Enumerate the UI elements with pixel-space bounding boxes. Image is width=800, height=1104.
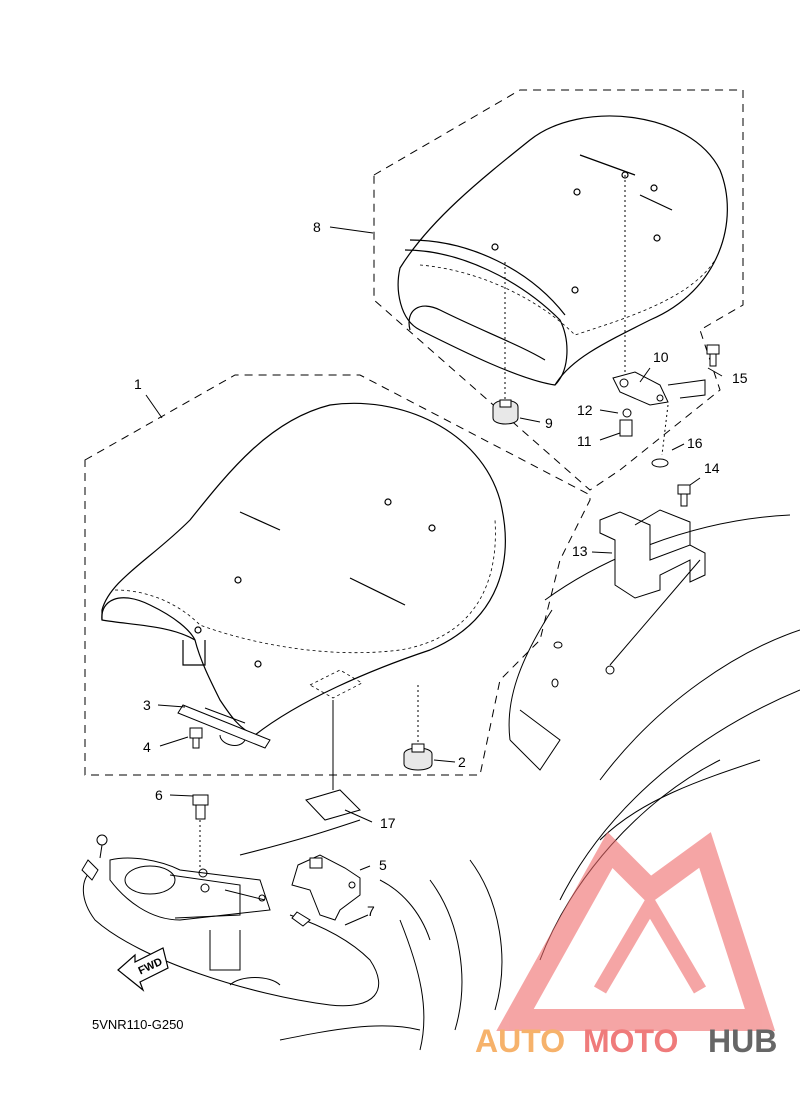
rear-seat-hardware (492, 175, 720, 468)
assembly-boundaries (84, 89, 744, 776)
callout-3: 3 (143, 697, 151, 713)
callout-17: 17 (380, 815, 396, 831)
callout-5: 5 (379, 857, 387, 873)
leader-lines (145, 226, 723, 926)
seat-bracket (599, 484, 706, 675)
callout-4: 4 (143, 739, 151, 755)
diagram-code: 5VNR110-G250 (92, 1017, 184, 1032)
callout-11: 11 (577, 433, 592, 449)
lower-frame-assembly (81, 794, 431, 1007)
wordmark-moto: MOTO (583, 1023, 678, 1059)
rider-seat (101, 402, 506, 736)
wordmark-hub: HUB (708, 1023, 777, 1059)
callout-15: 15 (732, 370, 748, 386)
callout-labels: 8 1 9 10 15 12 11 16 14 13 3 4 2 6 17 5 … (134, 219, 748, 919)
wordmark-auto: AUTO (475, 1023, 565, 1059)
callout-6: 6 (155, 787, 163, 803)
automotohub-wordmark: AUTO MOTO HUB (475, 1023, 777, 1059)
rear-seat (397, 115, 728, 386)
front-seat-hardware (177, 685, 433, 821)
automotohub-logo (496, 831, 776, 1031)
forward-arrow-icon: FWD (117, 947, 169, 992)
callout-13: 13 (572, 543, 588, 559)
callout-1: 1 (134, 376, 142, 392)
callout-2: 2 (458, 754, 466, 770)
callout-8: 8 (313, 219, 321, 235)
callout-16: 16 (687, 435, 703, 451)
callout-10: 10 (653, 349, 669, 365)
callout-9: 9 (545, 415, 553, 431)
callout-12: 12 (577, 402, 593, 418)
callout-7: 7 (367, 903, 375, 919)
callout-14: 14 (704, 460, 720, 476)
